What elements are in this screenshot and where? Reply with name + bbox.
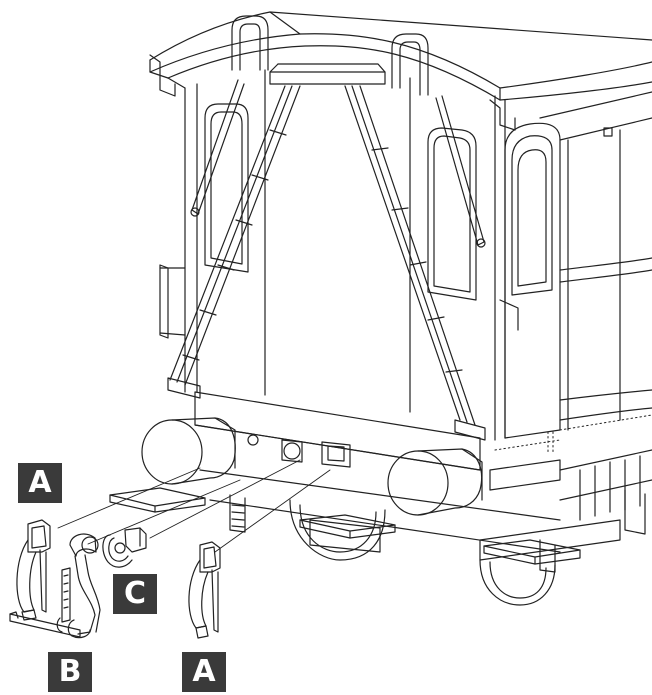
rivets xyxy=(494,414,652,453)
buffer-right xyxy=(387,448,483,516)
part-label-b: B xyxy=(48,652,92,692)
part-label-c: C xyxy=(113,574,157,614)
coupling-link-part-c xyxy=(102,527,147,568)
screw-coupling-part-b xyxy=(9,533,101,639)
coupling-hook-part-a-right xyxy=(188,541,221,639)
buffer-left xyxy=(141,417,236,485)
part-label-a-bottom: A xyxy=(182,652,226,692)
buffer-beam xyxy=(194,391,481,471)
side-handle-left xyxy=(159,264,186,339)
side-door xyxy=(499,122,561,439)
car-roof xyxy=(149,11,652,119)
bogie xyxy=(199,449,652,606)
part-label-a-top: A xyxy=(18,463,62,503)
assembly-guide-lines xyxy=(57,459,331,553)
roof-handrails xyxy=(149,15,516,131)
coupling-hook-part-a-left xyxy=(16,519,51,621)
ladders xyxy=(167,63,486,441)
diagonal-grab-rails xyxy=(190,79,486,248)
left-end-window xyxy=(204,103,249,273)
step-plates xyxy=(109,487,581,565)
car-side-panels xyxy=(559,117,652,431)
right-end-window xyxy=(427,127,477,301)
